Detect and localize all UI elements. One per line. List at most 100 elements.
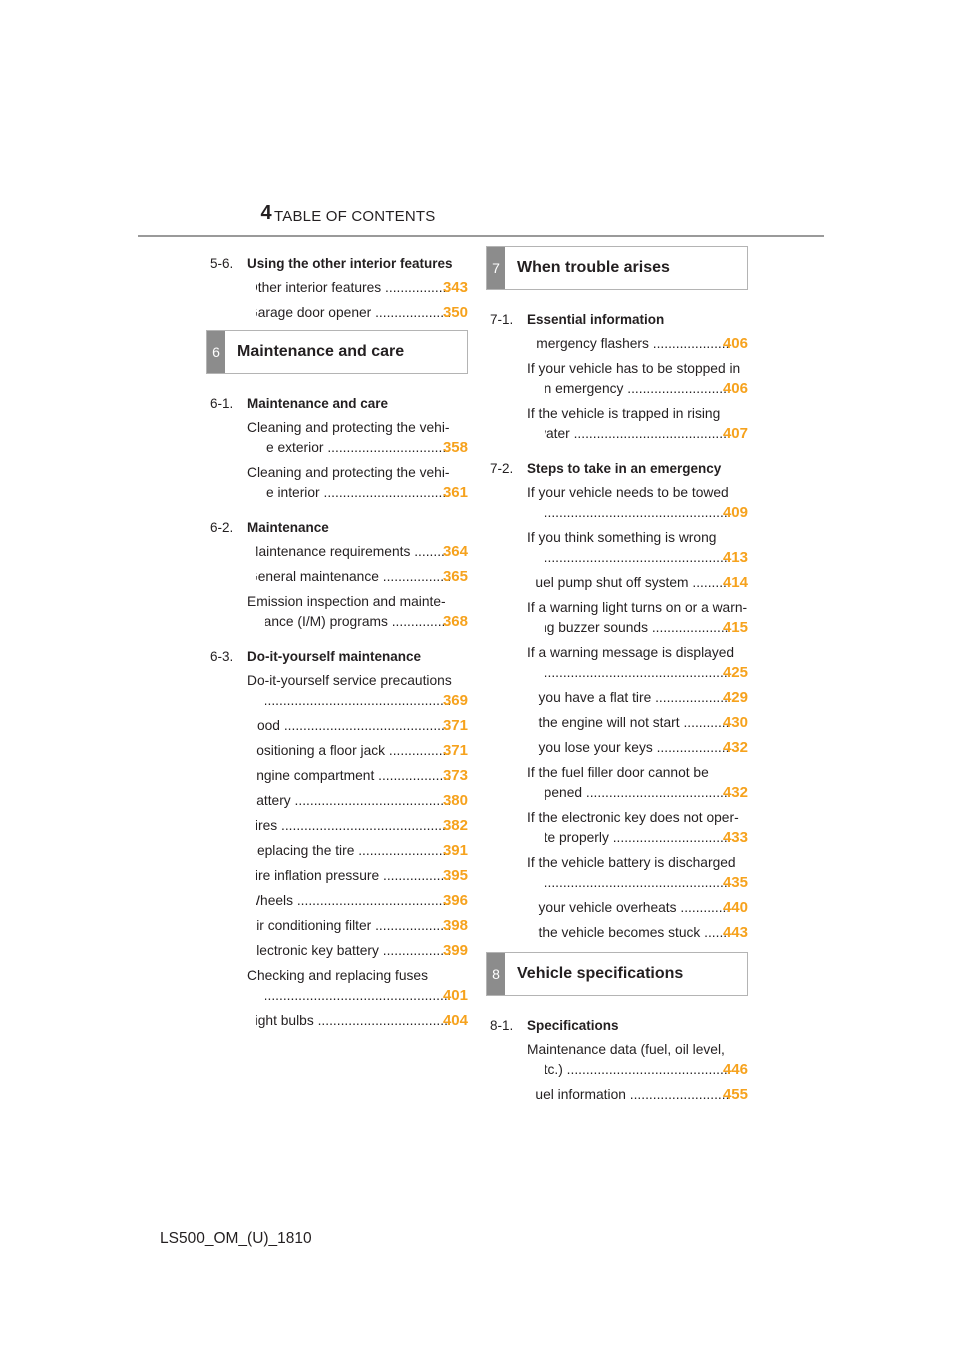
subsection-title: Do-it-yourself maintenance xyxy=(247,648,422,664)
toc-entry[interactable]: Battery380 xyxy=(247,789,472,814)
toc-entry-label-line: If a warning light turns on or a warn- xyxy=(527,600,748,615)
toc-entry[interactable]: Fuel pump shut off system414 xyxy=(527,571,752,596)
toc-entry-label: Replacing the tire xyxy=(256,841,450,861)
toc-entry-label: ing buzzer sounds xyxy=(545,618,730,638)
toc-page-number[interactable]: 409 xyxy=(722,504,748,521)
toc-page-number[interactable]: 435 xyxy=(722,874,748,891)
toc-page-number[interactable]: 425 xyxy=(722,664,748,681)
toc-entry[interactable]: If your vehicle overheats440 xyxy=(527,896,752,921)
toc-entry[interactable]: Cleaning and protecting the vehi-cle int… xyxy=(247,461,472,506)
subsection-number: 8-1. xyxy=(490,1017,514,1033)
toc-page-number[interactable]: 414 xyxy=(722,574,748,591)
toc-entry[interactable]: Other interior features343 xyxy=(247,276,472,301)
toc-page-number[interactable]: 382 xyxy=(442,817,468,834)
toc-entry[interactable]: Electronic key battery399 xyxy=(247,939,472,964)
toc-page-number[interactable]: 429 xyxy=(722,689,748,706)
chapter-7-box[interactable]: 7 When trouble arises xyxy=(486,246,748,290)
subsection-heading: 6-1.Maintenance and care xyxy=(210,390,472,416)
toc-entry[interactable]: If you lose your keys432 xyxy=(527,736,752,761)
toc-entry-label xyxy=(545,503,730,523)
toc-entry[interactable]: Emergency flashers406 xyxy=(527,332,752,357)
toc-entry[interactable]: Tires382 xyxy=(247,814,472,839)
toc-entry[interactable]: If your vehicle needs to be towed409 xyxy=(527,481,752,526)
toc-page-number[interactable]: 404 xyxy=(442,1012,468,1029)
toc-page-number[interactable]: 358 xyxy=(442,439,468,456)
toc-entry[interactable]: If the electronic key does not oper-ate … xyxy=(527,806,752,851)
toc-entry-label: an emergency xyxy=(545,379,730,399)
toc-page-number[interactable]: 406 xyxy=(722,335,748,352)
toc-page-number[interactable]: 391 xyxy=(442,842,468,859)
toc-page-number[interactable]: 413 xyxy=(722,549,748,566)
toc-page-number[interactable]: 350 xyxy=(442,304,468,321)
toc-entry[interactable]: If you have a flat tire429 xyxy=(527,686,752,711)
chapter-6-box[interactable]: 6 Maintenance and care xyxy=(206,330,468,374)
toc-entry[interactable]: If the fuel filler door cannot beopened4… xyxy=(527,761,752,806)
subsection-heading: 7-2.Steps to take in an emergency xyxy=(490,455,752,481)
toc-page-number[interactable]: 373 xyxy=(442,767,468,784)
toc-page-number[interactable]: 398 xyxy=(442,917,468,934)
toc-page-number[interactable]: 368 xyxy=(442,613,468,630)
toc-entry-label: cle exterior xyxy=(265,438,450,458)
toc-page-number[interactable]: 371 xyxy=(442,717,468,734)
footer-code: LS500_OM_(U)_1810 xyxy=(160,1230,312,1247)
toc-entry[interactable]: Emission inspection and mainte-nance (I/… xyxy=(247,590,472,635)
toc-entry-label: water xyxy=(545,424,730,444)
toc-entry[interactable]: If the vehicle becomes stuck443 xyxy=(527,921,752,946)
toc-entry[interactable]: Maintenance requirements364 xyxy=(247,540,472,565)
toc-entry-label: opened xyxy=(545,783,730,803)
toc-entry[interactable]: If the vehicle is trapped in risingwater… xyxy=(527,402,752,447)
toc-entry[interactable]: Maintenance data (fuel, oil level,etc.)4… xyxy=(527,1038,752,1083)
chapter-8-box[interactable]: 8 Vehicle specifications xyxy=(486,952,748,996)
toc-page-number[interactable]: 395 xyxy=(442,867,468,884)
toc-page-number[interactable]: 415 xyxy=(722,619,748,636)
toc-page-number[interactable]: 399 xyxy=(442,942,468,959)
toc-entry[interactable]: Cleaning and protecting the vehi-cle ext… xyxy=(247,416,472,461)
toc-page-number[interactable]: 440 xyxy=(722,899,748,916)
toc-page-number[interactable]: 407 xyxy=(722,425,748,442)
toc-page-number[interactable]: 432 xyxy=(722,784,748,801)
toc-page-number[interactable]: 443 xyxy=(722,924,748,941)
toc-entry[interactable]: If a warning message is displayed425 xyxy=(527,641,752,686)
chapter-title: When trouble arises xyxy=(517,259,670,276)
toc-entry[interactable]: If the vehicle battery is discharged435 xyxy=(527,851,752,896)
toc-entry[interactable]: Tire inflation pressure395 xyxy=(247,864,472,889)
toc-entry[interactable]: If the engine will not start430 xyxy=(527,711,752,736)
toc-entry[interactable]: General maintenance365 xyxy=(247,565,472,590)
toc-page-number[interactable]: 433 xyxy=(722,829,748,846)
toc-entry[interactable]: Fuel information455 xyxy=(527,1083,752,1108)
toc-entry[interactable]: Checking and replacing fuses401 xyxy=(247,964,472,1009)
toc-entry[interactable]: Wheels396 xyxy=(247,889,472,914)
toc-entry[interactable]: If you think something is wrong413 xyxy=(527,526,752,571)
toc-entry[interactable]: If a warning light turns on or a warn-in… xyxy=(527,596,752,641)
toc-page-number[interactable]: 361 xyxy=(442,484,468,501)
toc-entry-label: Air conditioning filter xyxy=(256,916,450,936)
toc-page-number[interactable]: 380 xyxy=(442,792,468,809)
toc-entry-label-line: Do-it-yourself service precautions xyxy=(247,673,452,688)
toc-page-number[interactable]: 406 xyxy=(722,380,748,397)
toc-entry-label-line: Emission inspection and mainte- xyxy=(247,594,446,609)
toc-entry[interactable]: Do-it-yourself service precautions 369 xyxy=(247,669,472,714)
toc-page-number[interactable]: 432 xyxy=(722,739,748,756)
toc-page-number[interactable]: 364 xyxy=(442,543,468,560)
toc-page-number[interactable]: 365 xyxy=(442,568,468,585)
toc-page-number[interactable]: 343 xyxy=(442,279,468,296)
toc-entry[interactable]: Garage door opener350 xyxy=(247,301,472,326)
toc-entry[interactable]: Air conditioning filter398 xyxy=(247,914,472,939)
chapter-number: 8 xyxy=(487,953,505,995)
toc-page-number[interactable]: 371 xyxy=(442,742,468,759)
toc-entry[interactable]: Light bulbs404 xyxy=(247,1009,472,1034)
toc-entry[interactable]: Replacing the tire391 xyxy=(247,839,472,864)
toc-entry[interactable]: Hood371 xyxy=(247,714,472,739)
toc-page-number[interactable]: 369 xyxy=(442,692,468,709)
subsection-heading: 6-2.Maintenance xyxy=(210,514,472,540)
toc-page-number[interactable]: 455 xyxy=(722,1086,748,1103)
toc-page-number[interactable]: 396 xyxy=(442,892,468,909)
toc-page-number[interactable]: 446 xyxy=(722,1061,748,1078)
toc-page-number[interactable]: 430 xyxy=(722,714,748,731)
toc-entry[interactable]: Engine compartment373 xyxy=(247,764,472,789)
toc-entry[interactable]: Positioning a floor jack371 xyxy=(247,739,472,764)
toc-page-number[interactable]: 401 xyxy=(442,987,468,1004)
